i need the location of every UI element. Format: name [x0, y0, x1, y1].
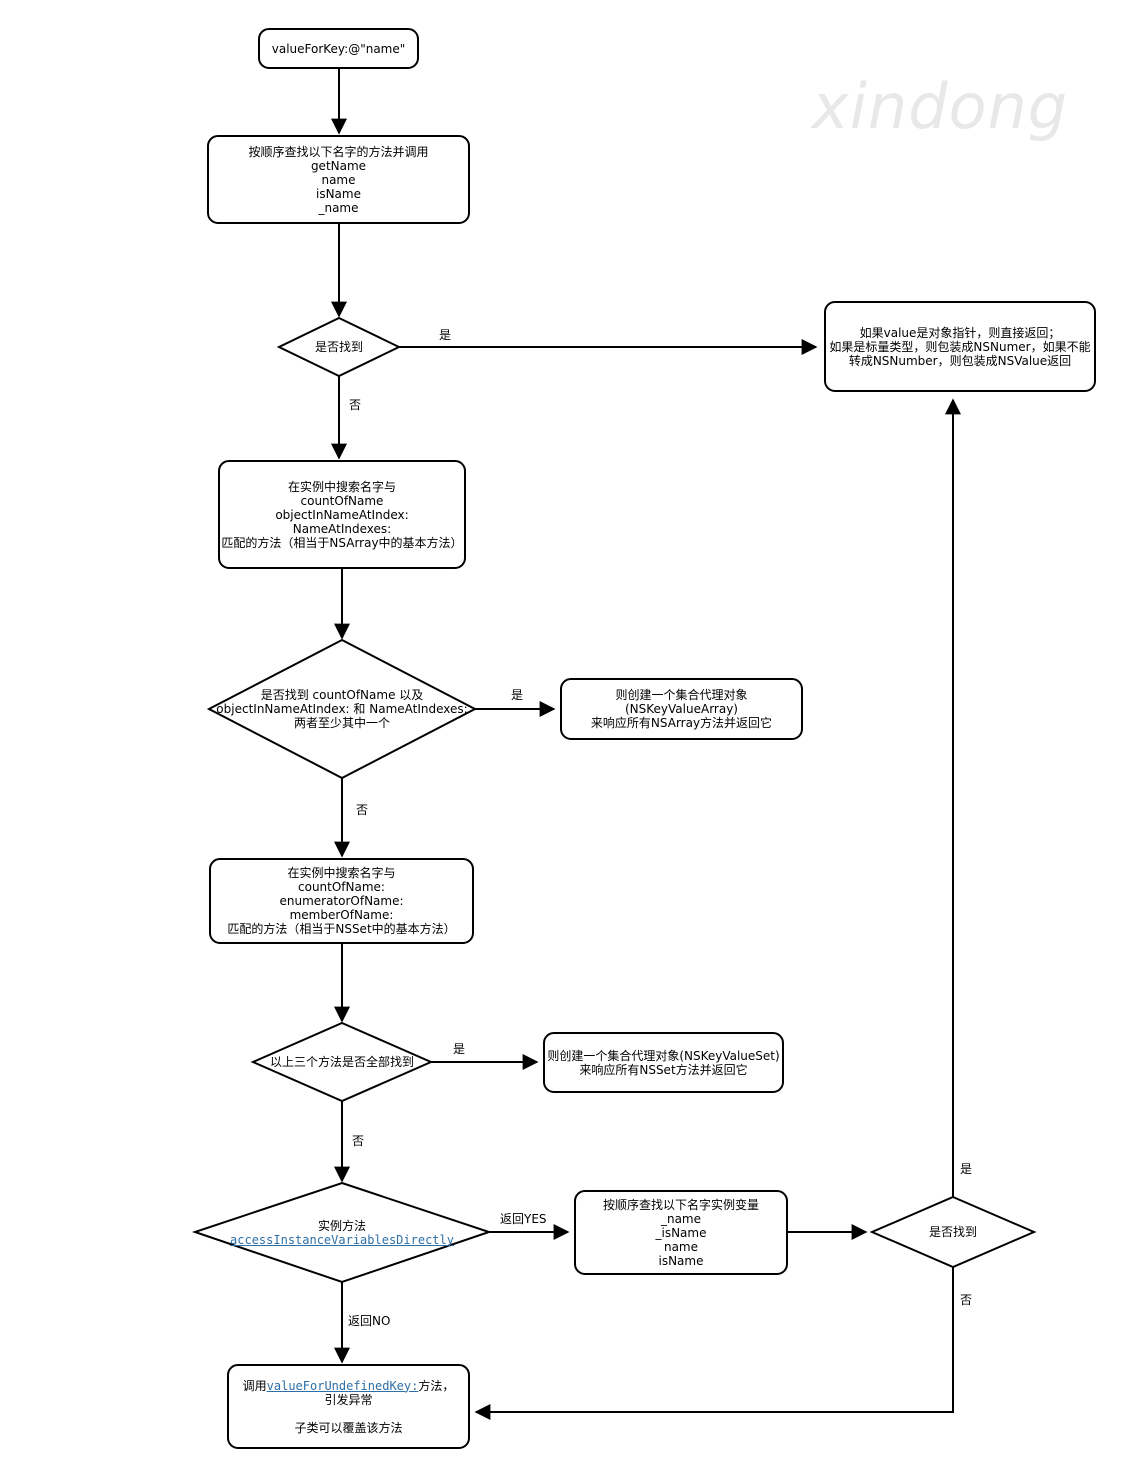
ivar-search-item: _name [660, 1211, 701, 1226]
array-check-line: objectInNameAtIndex: 和 NameAtIndexes: [216, 702, 468, 716]
access-instance-variables-link[interactable]: accessInstanceVariablesDirectly [230, 1232, 454, 1247]
set-proxy-line: 来响应所有NSSet方法并返回它 [579, 1062, 748, 1077]
array-proxy-line: 来响应所有NSArray方法并返回它 [590, 716, 773, 730]
edge-label-found1-no: 否 [349, 398, 362, 412]
getter-search-item: _name [318, 200, 359, 215]
ivar-search-title: 按顺序查找以下名字实例变量 [602, 1197, 759, 1212]
start-node: valueForKey:@"name" [258, 28, 419, 69]
array-search-item: objectInNameAtIndex: [275, 507, 409, 522]
edge-label-access-no: 返回NO [348, 1314, 391, 1328]
access-check-label: 实例方法 accessInstanceVariablesDirectly [195, 1183, 489, 1282]
undefined-key-suffix: 方法， [418, 1378, 455, 1393]
set-check-label: 以上三个方法是否全部找到 [253, 1023, 431, 1101]
start-label: valueForKey:@"name" [271, 41, 406, 56]
edge-label-found1-yes: 是 [439, 328, 452, 342]
edge-label-set-no: 否 [352, 1134, 365, 1148]
found2-text: 是否找到 [928, 1225, 977, 1239]
ivar-search-node: 按顺序查找以下名字实例变量 _name _isName name isName [574, 1190, 788, 1275]
edge-label-access-yes: 返回YES [500, 1212, 547, 1226]
array-search-node: 在实例中搜索名字与 countOfName objectInNameAtInde… [218, 460, 466, 569]
found2-label: 是否找到 [872, 1197, 1034, 1267]
getter-search-item: getName [310, 158, 367, 173]
array-proxy-node: 则创建一个集合代理对象(NSKeyValueArray) 来响应所有NSArra… [560, 678, 803, 740]
watermark-text: xindong [812, 70, 1069, 143]
getter-search-item: isName [315, 186, 361, 201]
return-value-node: 如果value是对象指针，则直接返回； 如果是标量类型，则包装成NSNumer，… [824, 301, 1096, 392]
array-proxy-line: 则创建一个集合代理对象(NSKeyValueArray) [615, 688, 748, 716]
array-check-label: 是否找到 countOfName 以及 objectInNameAtIndex:… [209, 640, 475, 778]
value-for-undefined-key-link[interactable]: valueForUndefinedKey: [266, 1378, 419, 1393]
getter-search-node: 按顺序查找以下名字的方法并调用 getName name isName _nam… [207, 135, 470, 224]
return-value-line: 转成NSNumber，则包装成NSValue返回 [848, 353, 1072, 368]
found1-text: 是否找到 [314, 340, 363, 354]
set-search-item: enumeratorOfName: [279, 894, 404, 908]
array-search-title: 在实例中搜索名字与 [287, 479, 396, 494]
getter-search-title: 按顺序查找以下名字的方法并调用 [248, 144, 429, 159]
set-proxy-line: 则创建一个集合代理对象(NSKeyValueSet) [547, 1048, 780, 1063]
access-check-line1: 实例方法 [317, 1218, 366, 1233]
found1-label: 是否找到 [279, 318, 399, 376]
undefined-key-line1: 调用valueForUndefinedKey:方法， [243, 1379, 455, 1393]
ivar-search-item: isName [658, 1253, 704, 1268]
undefined-key-line3: 子类可以覆盖该方法 [294, 1420, 403, 1435]
set-search-footer: 匹配的方法（相当于NSSet中的基本方法） [227, 922, 456, 936]
edge-label-array-yes: 是 [511, 688, 524, 702]
edge-label-found2-yes: 是 [960, 1162, 973, 1176]
array-search-footer: 匹配的方法（相当于NSArray中的基本方法） [221, 535, 463, 550]
edge-label-array-no: 否 [356, 803, 369, 817]
getter-search-item: name [321, 172, 356, 187]
array-search-item: countOfName [300, 493, 384, 508]
set-proxy-node: 则创建一个集合代理对象(NSKeyValueSet) 来响应所有NSSet方法并… [543, 1032, 784, 1093]
ivar-search-item: _isName [655, 1225, 707, 1240]
array-check-line: 是否找到 countOfName 以及 [260, 688, 424, 702]
edge-label-set-yes: 是 [453, 1042, 466, 1056]
array-search-item: NameAtIndexes: [292, 521, 392, 536]
edge-label-found2-no: 否 [960, 1293, 973, 1307]
set-search-item: countOfName: [298, 880, 385, 894]
undefined-key-prefix: 调用 [242, 1378, 267, 1393]
set-check-text: 以上三个方法是否全部找到 [269, 1055, 414, 1069]
undefined-key-node: 调用valueForUndefinedKey:方法， 引发异常 子类可以覆盖该方… [227, 1364, 470, 1449]
undefined-key-line2: 引发异常 [324, 1392, 373, 1407]
set-search-item: memberOfName: [289, 908, 394, 922]
return-value-line: 如果value是对象指针，则直接返回； [859, 325, 1061, 340]
return-value-line: 如果是标量类型，则包装成NSNumer，如果不能 [829, 339, 1091, 354]
set-search-node: 在实例中搜索名字与 countOfName: enumeratorOfName:… [209, 858, 474, 944]
set-search-title: 在实例中搜索名字与 [287, 866, 396, 880]
array-check-line: 两者至少其中一个 [293, 716, 390, 730]
edge-found2-no [474, 1267, 954, 1420]
ivar-search-item: name [663, 1239, 698, 1254]
